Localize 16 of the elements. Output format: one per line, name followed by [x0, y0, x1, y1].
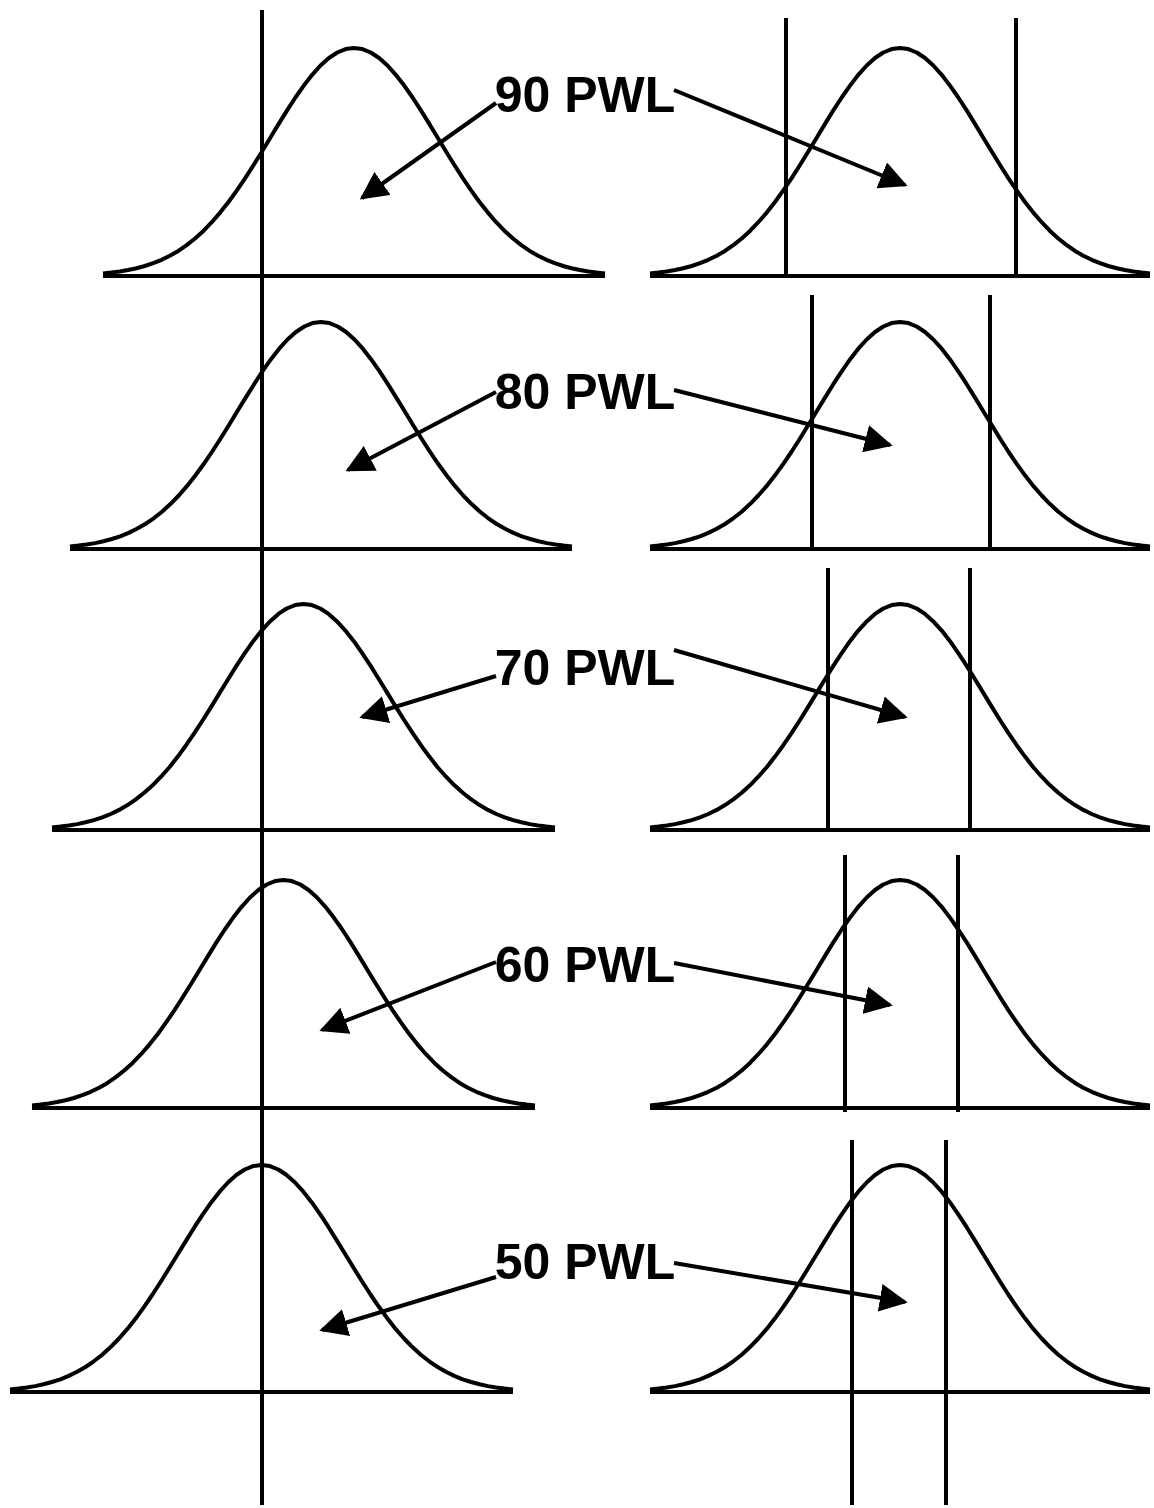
- leader-label: 70 PWL: [494, 643, 676, 693]
- leader-arrow: [319, 1275, 497, 1337]
- leader-label: 50 PWL: [494, 1237, 676, 1287]
- leader-arrow: [673, 961, 893, 1014]
- leader-arrow: [359, 674, 497, 723]
- leader-arrow: [673, 1261, 908, 1312]
- leader-label: 60 PWL: [494, 940, 676, 990]
- leader-arrow: [673, 648, 908, 724]
- leader-arrow: [673, 388, 893, 453]
- leader-arrow: [359, 101, 498, 200]
- leader-arrow: [319, 960, 497, 1034]
- leader-label: 80 PWL: [494, 367, 676, 417]
- leader-arrow: [673, 88, 908, 189]
- leader-arrow: [345, 390, 497, 472]
- leader-label: 90 PWL: [494, 70, 676, 120]
- bell-curve: [51, 602, 556, 830]
